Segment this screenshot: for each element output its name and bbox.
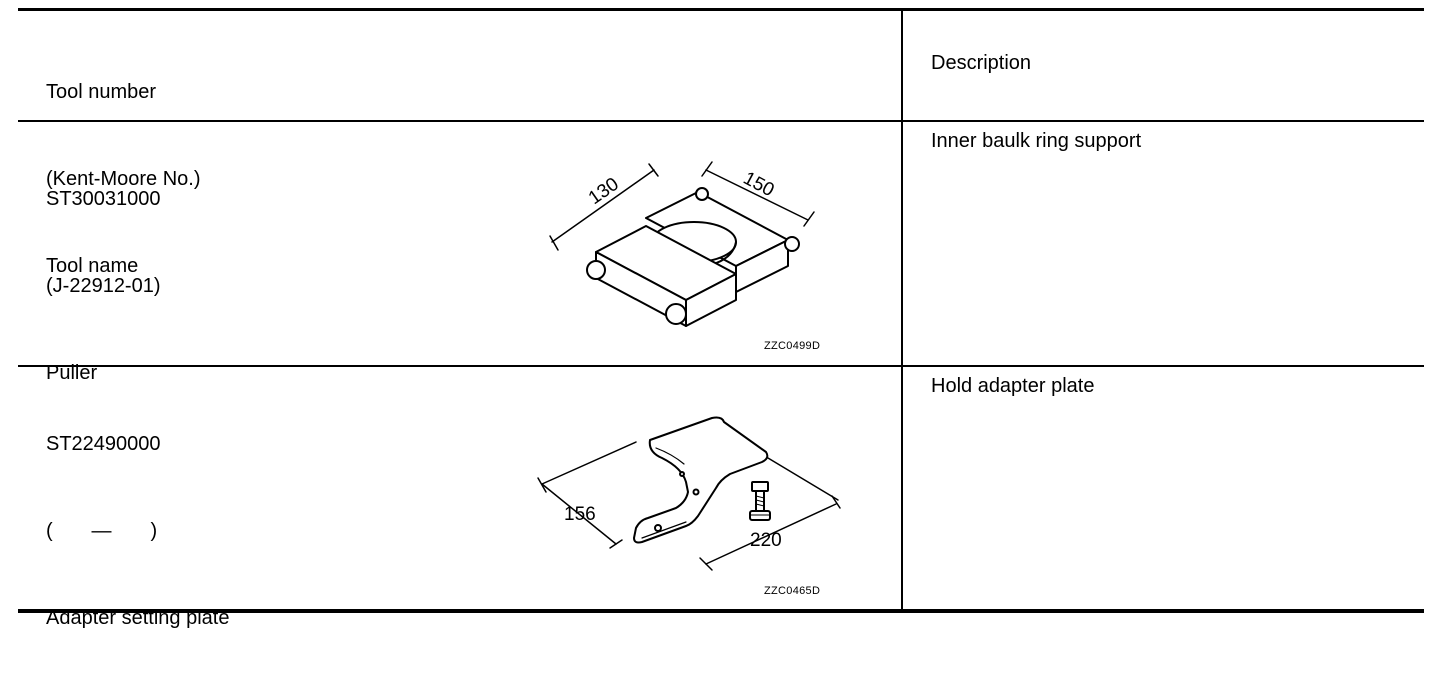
dimension-150: 150: [740, 168, 778, 201]
dimension-130: 130: [585, 174, 623, 209]
row2-description: Hold adapter plate: [931, 375, 1095, 397]
row1-description: Inner baulk ring support: [931, 130, 1142, 152]
special-service-tools-table: Tool number (Kent-Moore No.) Tool name D…: [18, 0, 1424, 629]
row2-tool-name: Adapter setting plate: [46, 607, 230, 629]
header-description: Description: [931, 52, 1032, 74]
row-divider: [18, 365, 1424, 367]
column-divider: [901, 10, 903, 612]
header-tool-column: Tool number (Kent-Moore No.) Tool name: [46, 20, 201, 339]
row1-kent-moore: (J-22912-01): [46, 275, 161, 297]
table-bottom-rule: [18, 609, 1424, 613]
row1-tool-name: Puller: [46, 362, 98, 384]
adapter-setting-plate-illustration: 156 220: [537, 416, 841, 571]
header-kent-moore: (Kent-Moore No.): [46, 168, 201, 190]
puller-illustration: 130 150: [549, 161, 815, 327]
header-tool-name: Tool name: [46, 255, 139, 277]
dimension-220: 220: [750, 530, 782, 551]
row1-figure-code: ZZC0499D: [764, 340, 821, 352]
table-top-rule: [18, 8, 1424, 11]
header-divider: [18, 120, 1424, 122]
row2-tool-info: ST22490000 ( — ) Adapter setting plate: [46, 372, 229, 691]
header-tool-number: Tool number: [46, 81, 157, 103]
row2-tool-number: ST22490000: [46, 433, 161, 455]
row1-tool-info: ST30031000 (J-22912-01) Puller: [46, 127, 161, 446]
row1-tool-number: ST30031000: [46, 188, 161, 210]
dimension-156: 156: [564, 504, 596, 525]
row2-kent-moore: ( — ): [46, 520, 158, 542]
row2-figure-code: ZZC0465D: [764, 585, 821, 597]
